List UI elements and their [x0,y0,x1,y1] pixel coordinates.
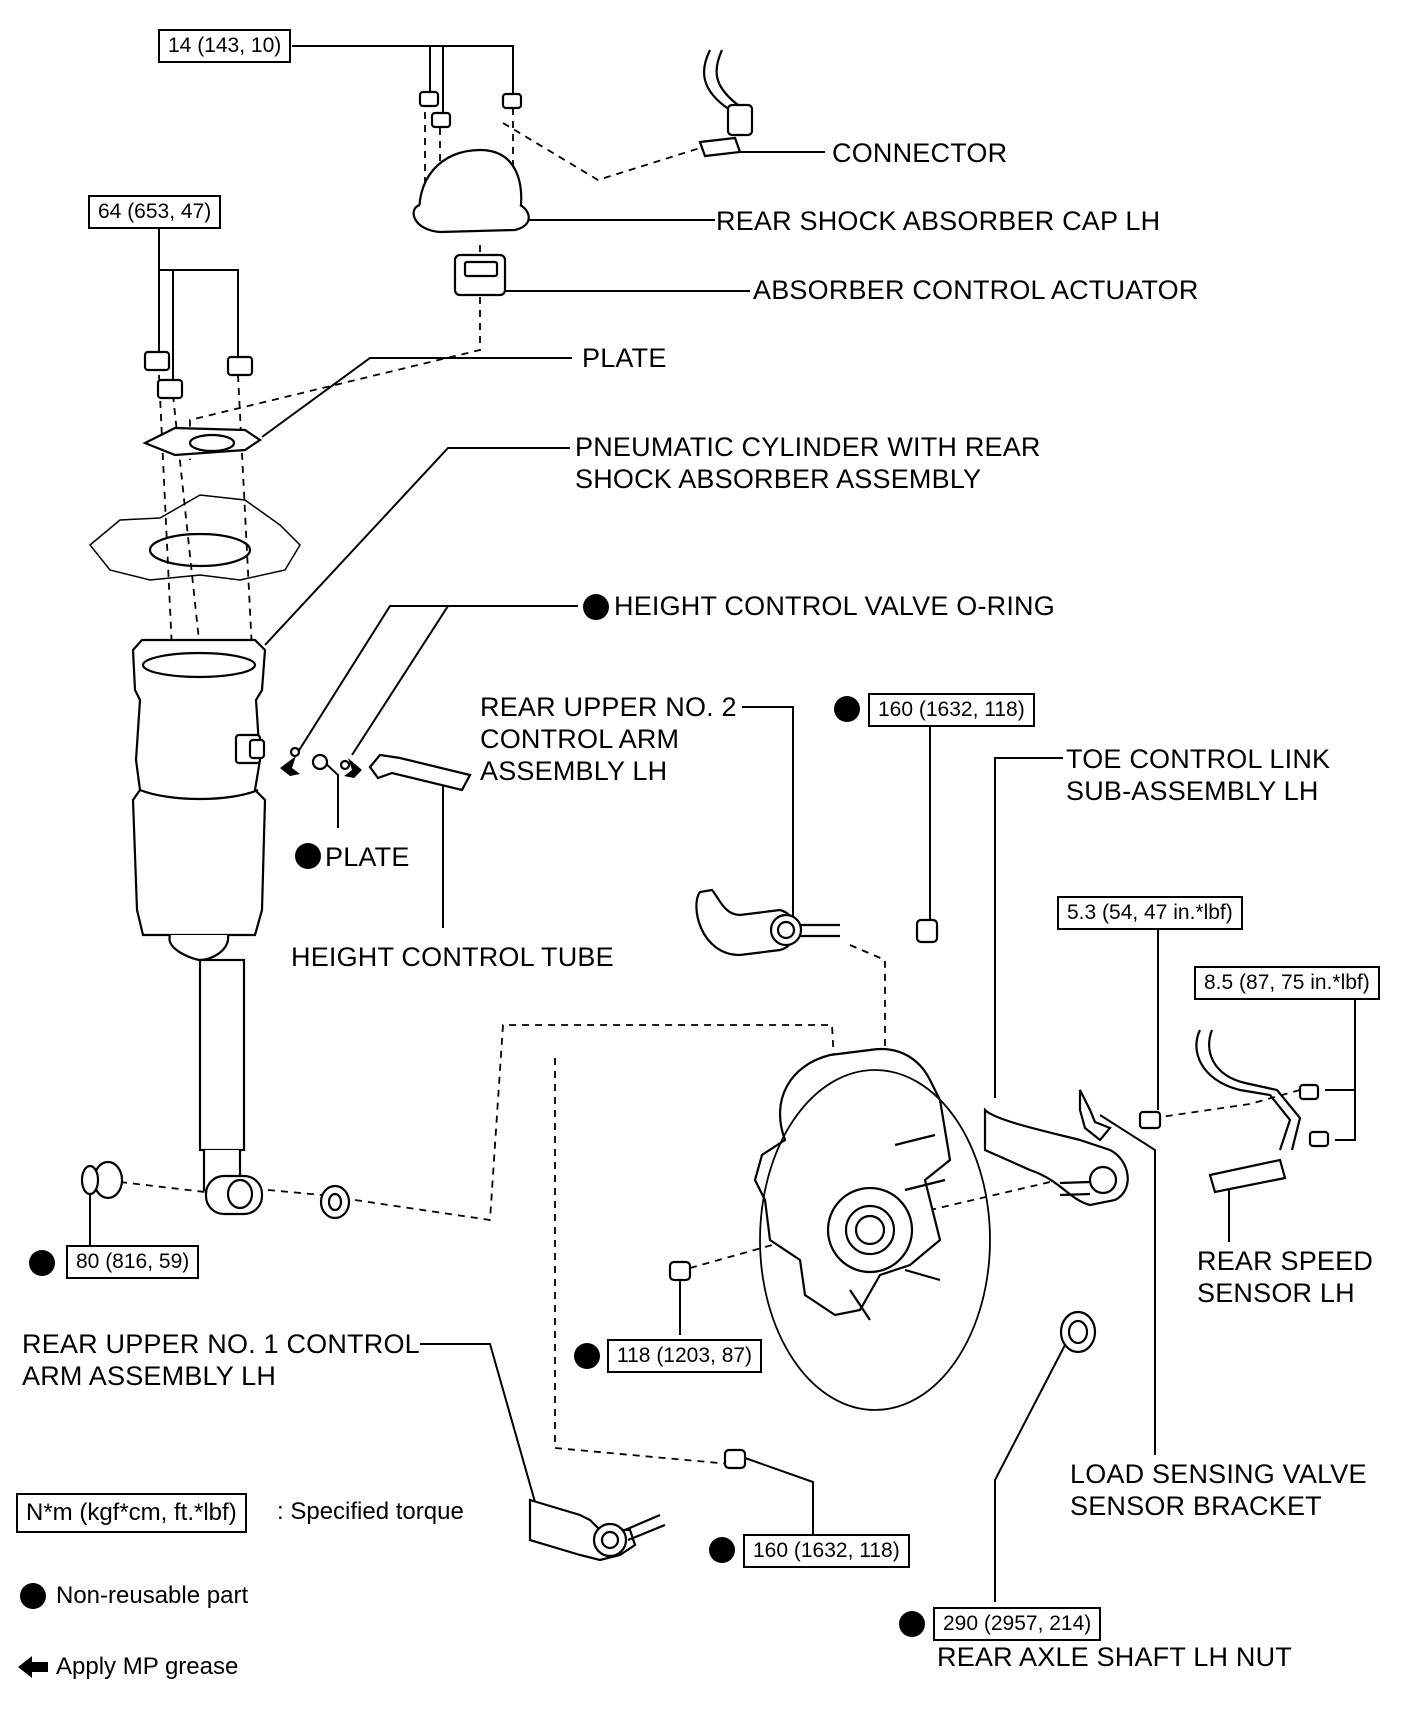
grease-arrow-icon [344,758,362,778]
nonreusable-dot-290 [899,1611,925,1637]
label-toe-line2: SUB-ASSEMBLY LH [1066,776,1319,806]
nonreusable-dot-118 [574,1343,600,1369]
label-arm2-line1: REAR UPPER NO. 2 [480,692,737,722]
label-actuator: ABSORBER CONTROL ACTUATOR [753,275,1199,305]
nonreusable-dot-160-bottom [709,1537,735,1563]
torque-64: 64 (653, 47) [88,195,222,229]
nonreusable-dot-80 [29,1250,55,1276]
torque-160-bottom: 160 (1632, 118) [743,1534,910,1568]
label-connector: CONNECTOR [832,138,1008,168]
nonreusable-dot-160-top [834,696,860,722]
nonreusable-dot-oring [583,594,609,620]
torque-8-5: 8.5 (87, 75 in.*lbf) [1194,966,1380,1000]
torque-80: 80 (816, 59) [66,1245,200,1279]
label-arm2-line2: CONTROL ARM [480,724,680,754]
label-axle-nut: REAR AXLE SHAFT LH NUT [937,1642,1292,1672]
label-arm1-line1: REAR UPPER NO. 1 CONTROL [22,1329,420,1359]
legend-torque-box: N*m (kgf*cm, ft.*lbf) [16,1493,247,1533]
nonreusable-dot-plate [295,843,321,869]
grease-arrow-icon [280,756,300,776]
label-cap: REAR SHOCK ABSORBER CAP LH [716,206,1161,236]
label-oring: HEIGHT CONTROL VALVE O-RING [614,591,1055,621]
label-cylinder-line1: PNEUMATIC CYLINDER WITH REAR [575,432,1041,462]
label-lsv-line1: LOAD SENSING VALVE [1070,1459,1367,1489]
legend-grease-text: Apply MP grease [56,1653,239,1680]
legend-grease-arrow-icon [18,1656,48,1678]
legend-nonreusable-dot [20,1583,46,1609]
torque-160-top: 160 (1632, 118) [868,693,1035,727]
label-toe-line1: TOE CONTROL LINK [1066,744,1331,774]
torque-5-3: 5.3 (54, 47 in.*lbf) [1057,896,1243,930]
legend-torque-text: : Specified torque [277,1498,464,1525]
torque-118: 118 (1203, 87) [607,1339,763,1373]
label-speed-line1: REAR SPEED [1197,1246,1374,1276]
parts [80,49,1330,1562]
label-plate-top: PLATE [582,343,667,373]
torque-290: 290 (2957, 214) [933,1607,1102,1641]
grease-arrows [280,756,362,778]
torque-14: 14 (143, 10) [158,29,292,63]
label-lsv-line2: SENSOR BRACKET [1070,1491,1322,1521]
label-arm2-line3: ASSEMBLY LH [480,756,668,786]
label-arm1-line2: ARM ASSEMBLY LH [22,1361,277,1391]
label-tube: HEIGHT CONTROL TUBE [291,942,614,972]
label-plate-mid: PLATE [325,842,410,872]
legend-nonreusable-text: Non-reusable part [56,1582,249,1609]
label-cylinder-line2: SHOCK ABSORBER ASSEMBLY [575,464,982,494]
label-speed-line2: SENSOR LH [1197,1278,1355,1308]
